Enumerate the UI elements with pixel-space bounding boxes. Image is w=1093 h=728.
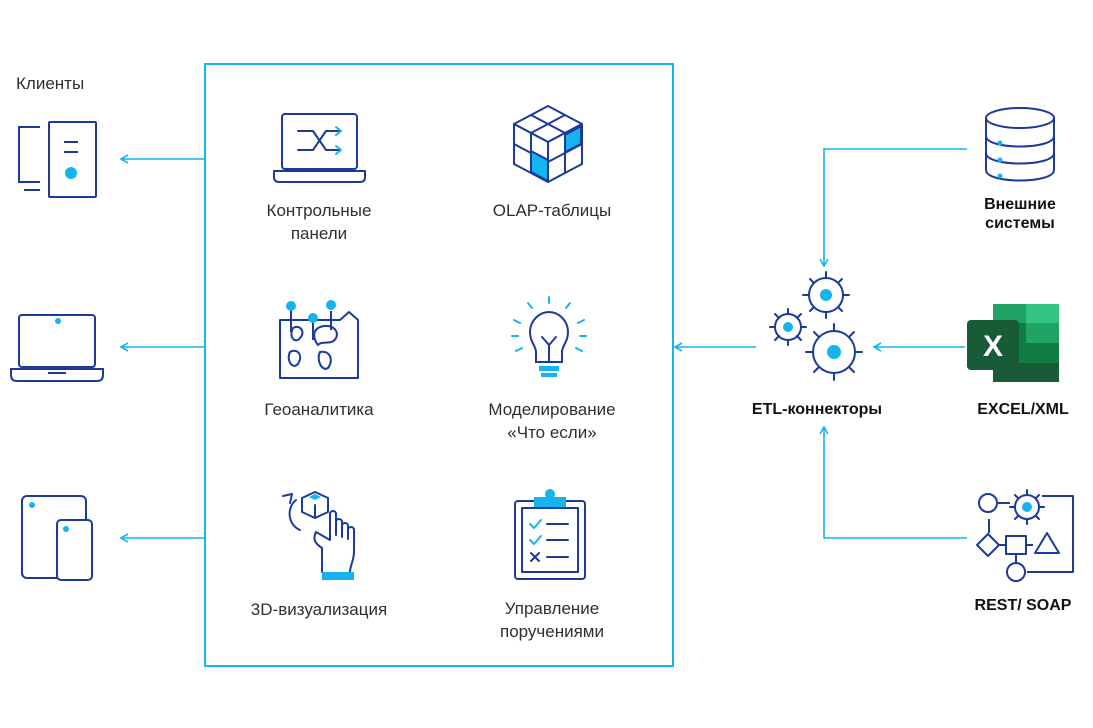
dashboard-icon (273, 113, 366, 183)
rest-soap-label: REST/ SOAP (974, 597, 1072, 614)
external-systems-line1: Внешние (984, 196, 1056, 213)
arrow-rest-to-etl (819, 425, 967, 539)
gear-icon (805, 323, 863, 381)
modeling-label: Моделирование «Что если» (452, 398, 652, 444)
dashboards-label-line2: панели (290, 224, 348, 243)
clipboard-icon (514, 489, 586, 580)
excel-letter: X (983, 330, 1003, 363)
clients-title: Клиенты (16, 74, 85, 93)
external-systems-line2: системы (985, 215, 1055, 232)
etl-gears-icon (769, 271, 863, 381)
tasks-label: Управление поручениями (462, 597, 642, 643)
geo-label: Геоаналитика (264, 400, 374, 419)
tablet-client-icon (21, 495, 93, 581)
modeling-label-line2: «Что если» (507, 423, 597, 442)
tasks-label-line2: поручениями (499, 622, 604, 641)
modeling-label-line1: Моделирование (488, 400, 616, 419)
excel-icon: X (967, 304, 1059, 382)
viz3d-label: 3D-визуализация (250, 600, 388, 619)
lightbulb-icon (511, 296, 587, 377)
olap-label: OLAP-таблицы (492, 201, 612, 220)
dashboards-label: Контрольные панели (229, 199, 409, 245)
tasks-label-line1: Управление (504, 599, 600, 618)
source-arrows (819, 148, 967, 539)
platform-box (204, 63, 674, 667)
client-arrows (119, 154, 205, 543)
olap-cube-icon (513, 105, 583, 183)
desktop-client-icon (18, 121, 97, 198)
database-icon (985, 107, 1055, 182)
external-systems-label: Внешние системы (960, 195, 1080, 233)
dashboards-label-line1: Контрольные (266, 201, 372, 220)
geo-map-icon (279, 300, 359, 379)
gear-icon (1009, 489, 1045, 525)
etl-label: ETL-коннекторы (751, 401, 883, 418)
rest-soap-icon (976, 489, 1074, 582)
laptop-client-icon (10, 314, 104, 382)
hand-3d-icon (282, 491, 355, 580)
gear-icon (769, 308, 807, 346)
excel-xml-label: EXCEL/XML (977, 401, 1069, 418)
arrow-external-to-etl (819, 148, 967, 268)
gear-icon (802, 271, 850, 319)
